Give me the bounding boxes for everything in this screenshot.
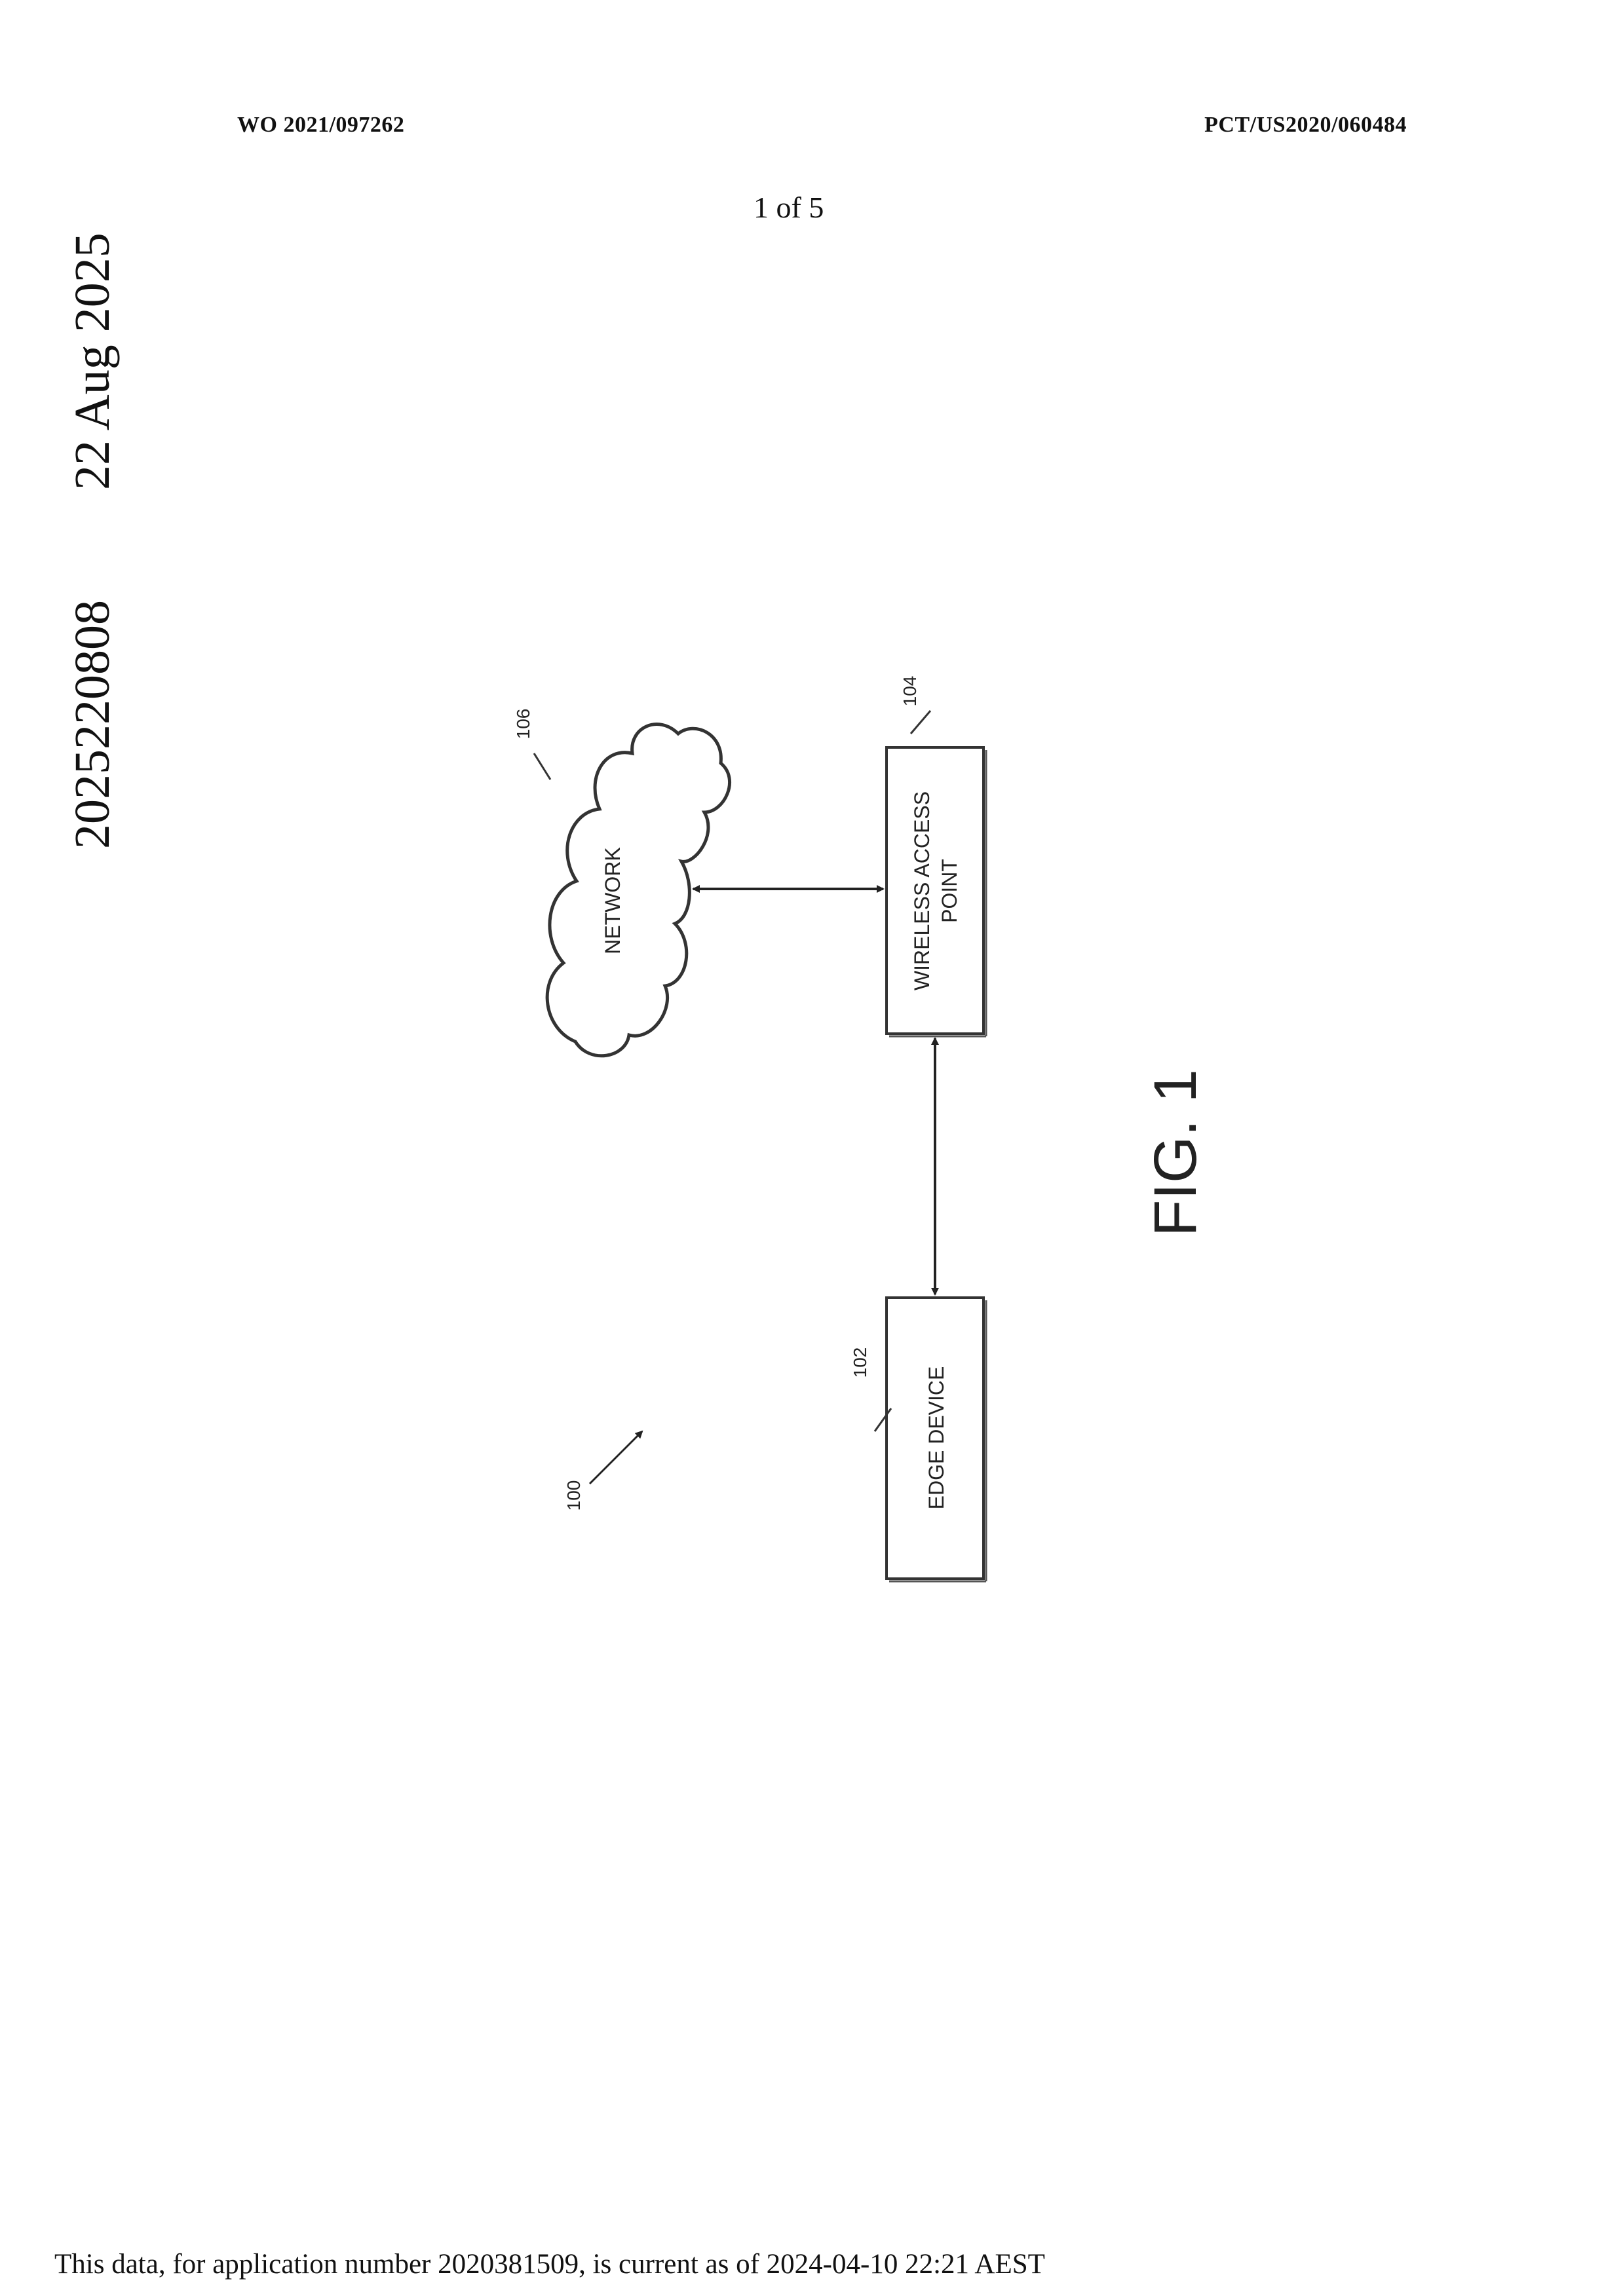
wireless-access-point-box: [887, 747, 983, 1034]
network-label: NETWORK: [601, 847, 624, 954]
edge-device-ref: 102: [850, 1347, 870, 1378]
wap-label-line2: POINT: [938, 859, 961, 923]
figure-label: FIG. 1: [1142, 1069, 1209, 1237]
system-ref-arrow: [590, 1431, 642, 1484]
wap-label-line1: WIRELESS ACCESS: [910, 791, 934, 990]
wap-ref: 104: [900, 676, 920, 707]
network-ref: 106: [513, 709, 533, 740]
footer-note: This data, for application number 202038…: [54, 2248, 1045, 2280]
edge-device-label: EDGE DEVICE: [925, 1366, 948, 1510]
system-ref: 100: [563, 1480, 584, 1511]
